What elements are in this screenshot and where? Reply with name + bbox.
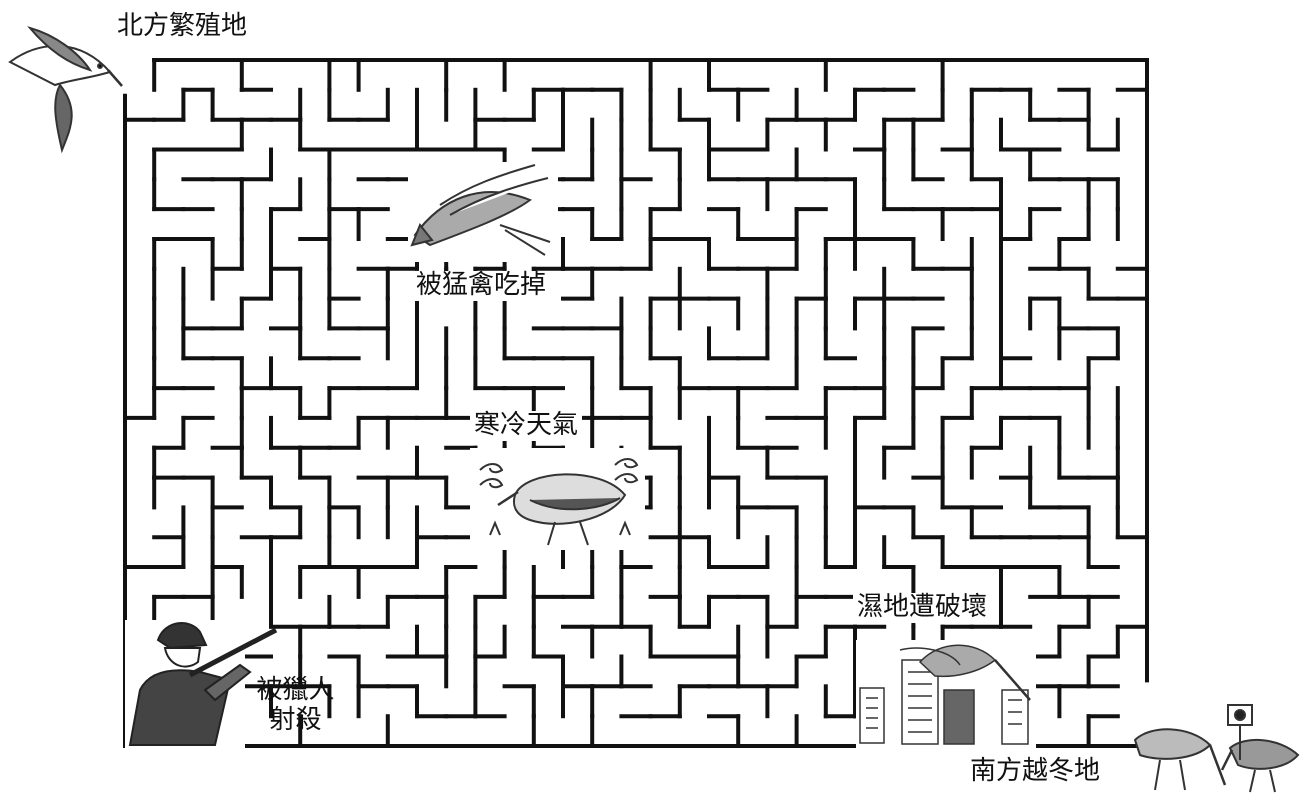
hazard-hunter-line2: 射殺: [269, 704, 322, 735]
flag-icon: [1227, 704, 1253, 760]
flying-shorebird-icon: [8, 26, 123, 154]
start-label: 北方繁殖地: [117, 11, 248, 41]
shorebird-pair-icon: [1133, 728, 1300, 793]
shorebird-cold-icon: [470, 448, 645, 550]
hazard-wetland-label: 濕地遭破壞: [853, 592, 992, 623]
hazard-cold-label: 寒冷天氣: [470, 410, 583, 441]
hazard-raptor-label: 被猛禽吃掉: [412, 270, 551, 301]
hazard-hunter-line1: 被獵人: [256, 675, 335, 705]
goal-label: 南方越冬地: [970, 756, 1101, 786]
falcon-icon: [408, 162, 558, 262]
city-buildings-icon: [856, 640, 1036, 748]
hunter-icon: [125, 620, 278, 748]
hazard-hunter-label: 被獵人 射殺: [248, 675, 343, 736]
